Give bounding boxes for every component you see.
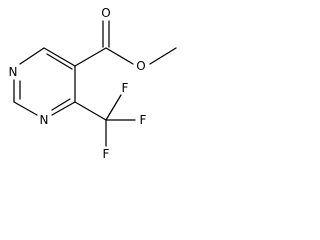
bond-c6-c5-inner: [46, 53, 73, 70]
atom-n1: N: [9, 65, 18, 79]
bond-cf3-f-top: [105, 94, 122, 121]
atom-n3: N: [40, 113, 49, 127]
bond-c4-n3-inner: [51, 98, 71, 111]
bond-c4-cf3: [74, 101, 107, 121]
bond-n1-c6: [19, 47, 45, 65]
bond-c4-n3: [51, 101, 76, 116]
bond-c5-carbonyl-c: [74, 47, 107, 67]
trifluoromethyl-group: [74, 94, 136, 147]
atom-labels: N N O O F F F: [9, 6, 147, 161]
pyrimidine-ring: [13, 47, 76, 116]
chemical-structure: N N O O F F F: [9, 6, 177, 161]
methyl-ester-group: [74, 20, 177, 67]
bond-n3-c2: [13, 101, 38, 116]
atom-f-top: F: [122, 81, 129, 95]
bond-carbonyl-c-o-ester: [105, 47, 134, 65]
bond-c6-c5: [43, 47, 76, 67]
atom-f-bottom: F: [103, 147, 110, 161]
atom-f-right: F: [140, 113, 147, 127]
atom-o-ester: O: [136, 59, 145, 73]
atom-o-carbonyl: O: [101, 6, 110, 20]
bond-o-ester-methyl: [149, 47, 177, 65]
